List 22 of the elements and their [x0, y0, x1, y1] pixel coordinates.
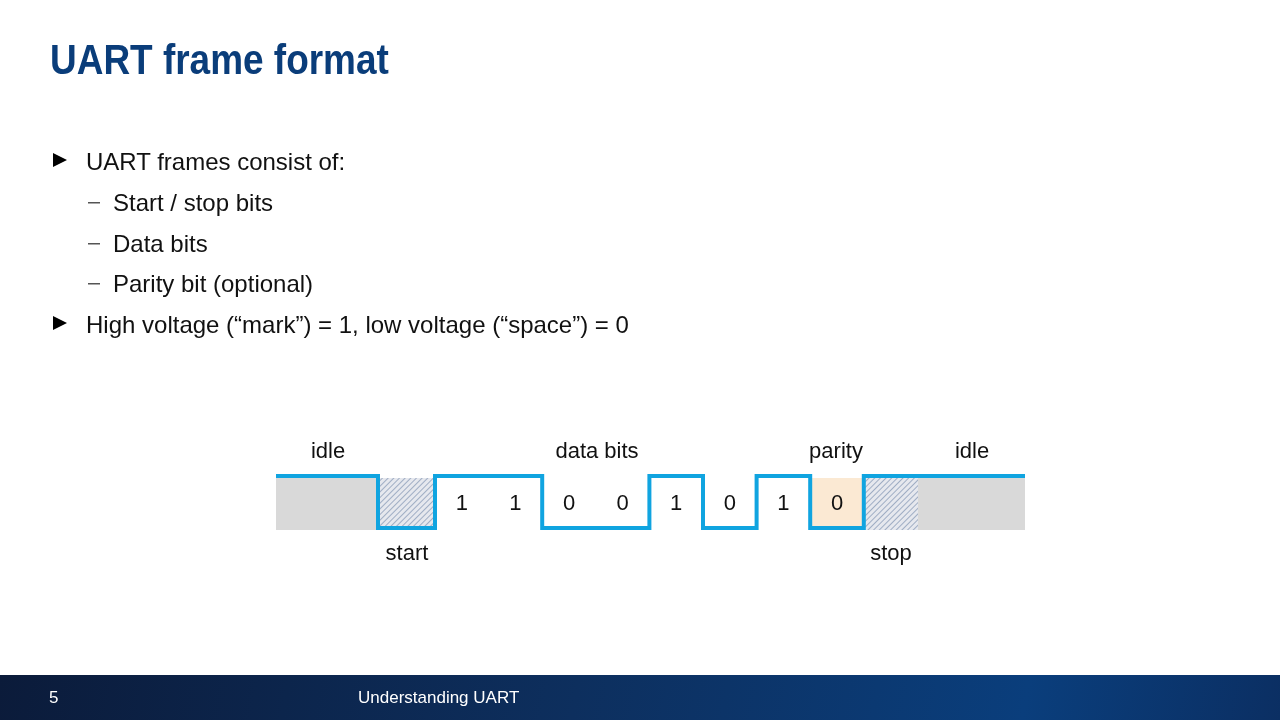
bullet-text: Parity bit (optional)	[113, 270, 314, 298]
bit-value: 0	[723, 490, 736, 516]
bullet-text: High voltage (“mark”) = 1, low voltage (“space”) = 0	[86, 311, 629, 339]
bit-value: 1	[509, 490, 522, 516]
page-number: 5	[49, 688, 59, 708]
bit-value: 1	[670, 490, 683, 516]
bit-value: 1	[777, 490, 790, 516]
segment-label: idle	[954, 438, 990, 464]
segment-label: start	[385, 540, 429, 566]
slide-title: UART frame format	[50, 36, 389, 84]
bullet-text: Data bits	[113, 230, 208, 258]
segment-label: idle	[310, 438, 346, 464]
segment-label: data bits	[555, 438, 639, 464]
footer-text: Understanding UART	[358, 688, 520, 708]
segment-label: stop	[870, 540, 912, 566]
bit-value: 0	[830, 490, 844, 516]
bullet-text: UART frames consist of:	[86, 148, 346, 176]
bit-value: 1	[455, 490, 468, 516]
bit-value: 0	[616, 490, 629, 516]
segment-label: parity	[809, 438, 863, 464]
bullet-text: Start / stop bits	[113, 189, 274, 217]
bit-value: 0	[562, 490, 576, 516]
